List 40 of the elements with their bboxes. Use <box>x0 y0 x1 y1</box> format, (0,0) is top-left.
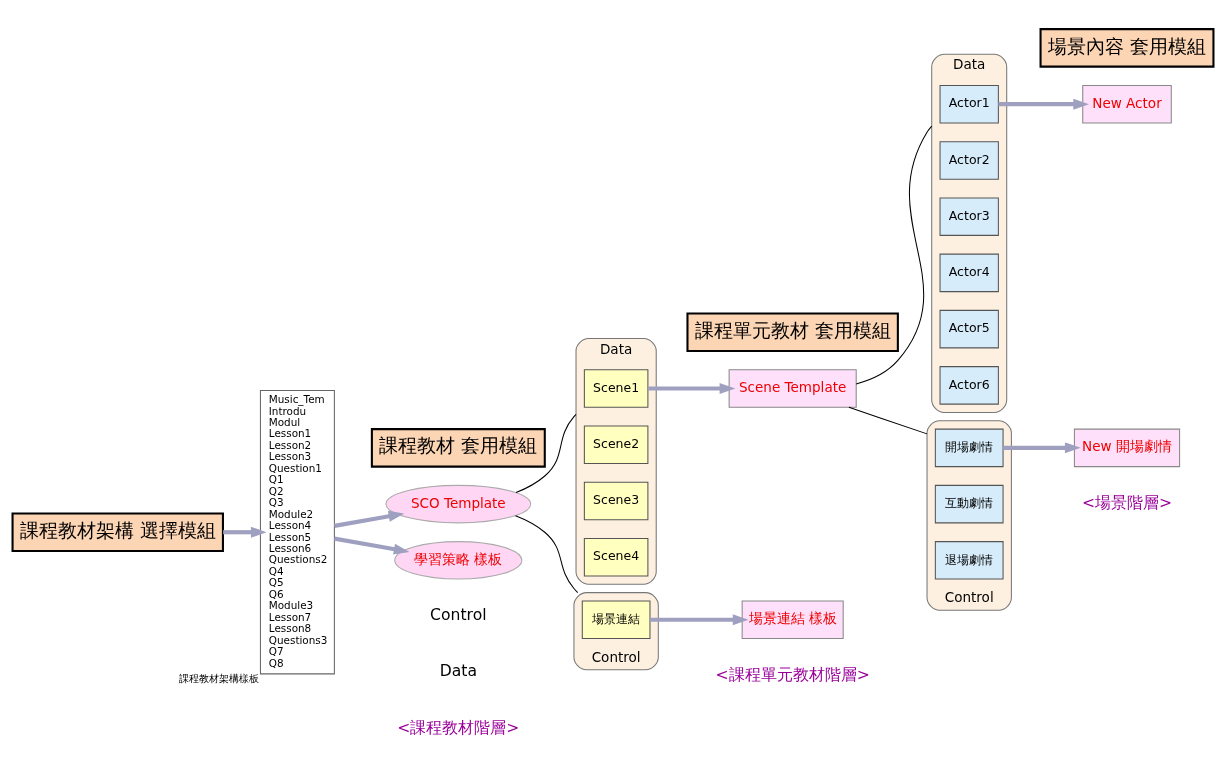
node-box: Actor4 <box>939 253 999 292</box>
node-box: 場景連結 樣板 <box>741 599 844 639</box>
node-box: 場景內容 套用模組 <box>1039 27 1215 68</box>
arrow <box>223 526 267 538</box>
arrow <box>334 510 405 528</box>
node-box: Scene1 <box>583 368 649 408</box>
label: <課程教材階層> <box>397 718 520 737</box>
arrow <box>650 613 749 625</box>
node-box: Actor6 <box>939 365 999 405</box>
label: <課程單元教材階層> <box>715 665 870 684</box>
arrow <box>998 98 1089 110</box>
node-box: Scene2 <box>583 425 649 464</box>
label: <場景階層> <box>1081 493 1173 512</box>
label: Data <box>439 661 477 680</box>
node-box: Scene3 <box>583 481 649 520</box>
node-box: 退場劇情 <box>934 540 1004 580</box>
connector <box>514 514 579 593</box>
node-box: 課程單元教材 套用模組 <box>686 311 899 352</box>
node-label: 課程教材架構樣板 <box>179 671 260 684</box>
connector <box>515 413 577 493</box>
node-box: Actor1 <box>939 84 999 123</box>
arrow <box>647 382 736 394</box>
arrow <box>334 536 410 555</box>
node-box: 課程教材架構 選擇模組 <box>11 511 224 552</box>
node-box: 互動劇情 <box>934 484 1004 523</box>
node-box: New Actor <box>1082 84 1172 123</box>
node-box: 開場劇情 <box>934 428 1004 467</box>
node-box: 課程教材 套用模組 <box>370 427 546 468</box>
node-box: Scene4 <box>583 537 649 576</box>
node-box: Actor5 <box>939 309 999 348</box>
connector <box>855 125 933 384</box>
connector <box>848 406 928 434</box>
node-box: New 開場劇情 <box>1073 428 1181 467</box>
label: Control <box>430 605 487 624</box>
arrow <box>1003 441 1081 453</box>
node-box: Scene Template <box>728 368 857 408</box>
node-box: Actor2 <box>939 140 999 180</box>
node-box: 場景連結 <box>581 599 651 639</box>
node-box: Actor3 <box>939 196 999 236</box>
node-box: Music_Tem Introdu Modul Lesson1 Lesson2 Lesson3 Question1 Q1 Q2 Q3 Module2 Lesson4 Lesson5 Lesson6 Questions2 Q4 Q5 Q6 Module3 Lesson7 Lesson8 Questions3 Q7 Q8 <box>259 389 335 674</box>
